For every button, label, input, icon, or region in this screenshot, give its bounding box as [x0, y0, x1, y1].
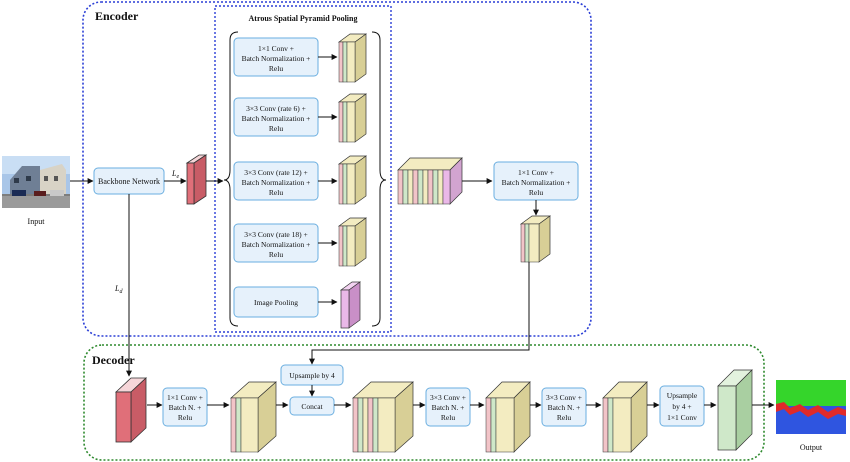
aspp-branch-1-features [337, 33, 368, 83]
aspp-right-brace [371, 31, 387, 327]
aspp-branch-2-line1: 3×3 Conv (rate 6) + [246, 104, 306, 113]
decoder-region [83, 344, 765, 461]
encoder-to-upsample-connector [309, 262, 530, 365]
encoder-output-features [519, 215, 552, 263]
decoder-logits-map [717, 369, 753, 451]
decoder-conv3-features [602, 381, 648, 453]
post-aspp-line1: 1×1 Conv + [518, 168, 554, 177]
aspp-title: Atrous Spatial Pyramid Pooling [249, 14, 358, 23]
aspp-branch-2-line3: Relu [269, 124, 283, 133]
encoder-feature-map [185, 154, 208, 205]
loss-e-label: Le [171, 169, 179, 180]
decoder-conv2-line2: Batch N. + [432, 403, 465, 412]
decoder-conv2-box [425, 387, 471, 427]
decoder-final-line1: Upsample [667, 391, 698, 400]
encoder-region [82, 1, 592, 337]
aspp-branch-5-label: Image Pooling [254, 298, 298, 307]
decoder-conv3-line3: Relu [557, 413, 571, 422]
aspp-branch-3-line2: Batch Normalization + [242, 178, 311, 187]
decoder-conv1-box [162, 387, 208, 427]
aspp-branch-2-features [337, 93, 368, 143]
aspp-branch-2: 3×3 Conv (rate 6) + Batch Normalization … [233, 97, 319, 137]
aspp-branch-3-line1: 3×3 Conv (rate 12) + [244, 168, 307, 177]
decoder-final-box [659, 385, 705, 427]
decoder-conv1-line2: Batch N. + [169, 403, 202, 412]
decoder-conv2-line1: 3×3 Conv + [430, 393, 466, 402]
decoder-concat-features [352, 381, 414, 453]
decoder-conv3-line1: 3×3 Conv + [546, 393, 582, 402]
decoder-conv2-line3: Relu [441, 413, 455, 422]
encoder-title: Encoder [95, 9, 139, 23]
decoder-conv1-line1: 1×1 Conv + [167, 393, 203, 402]
aspp-branch-1-line3: Relu [269, 64, 283, 73]
output-label: Output [800, 443, 823, 452]
input-image [2, 156, 70, 208]
aspp-branch-4-line3: Relu [269, 250, 283, 259]
decoder-conv1-features [230, 381, 277, 453]
aspp-branch-5-features [339, 281, 362, 329]
input-label: Input [28, 217, 46, 226]
concat-box [289, 396, 335, 416]
aspp-left-brace [223, 31, 239, 327]
post-aspp-line2: Batch Normalization + [502, 178, 571, 187]
upsample-label: Upsample by 4 [289, 371, 335, 380]
concat-label: Concat [301, 402, 323, 411]
decoder-title: Decoder [92, 353, 135, 367]
decoder-final-line2: by 4 + [672, 402, 691, 411]
decoder-conv3-line2: Batch N. + [548, 403, 581, 412]
aspp-branch-4-features [337, 217, 368, 267]
aspp-concat-features [397, 157, 463, 205]
output-segmentation-map [776, 380, 846, 434]
aspp-branch-2-line2: Batch Normalization + [242, 114, 311, 123]
decoder-lowlevel-feature-map [114, 377, 148, 443]
aspp-branch-1-line1: 1×1 Conv + [258, 44, 294, 53]
decoder-conv2-features [485, 381, 531, 453]
decoder-conv1-line3: Relu [178, 413, 192, 422]
backbone-label: Backbone Network [98, 177, 160, 186]
aspp-branch-4-line2: Batch Normalization + [242, 240, 311, 249]
loss-d-label: Ld [114, 284, 123, 295]
decoder-final-line3: 1×1 Conv [667, 413, 697, 422]
aspp-branch-1-line2: Batch Normalization + [242, 54, 311, 63]
decoder-conv3-box [541, 387, 587, 427]
aspp-branch-3-line3: Relu [269, 188, 283, 197]
aspp-region [214, 5, 392, 333]
aspp-branch-5: Image Pooling [233, 286, 319, 318]
aspp-branch-1: 1×1 Conv + Batch Normalization + Relu [233, 37, 319, 77]
post-aspp-line3: Relu [529, 188, 543, 197]
aspp-branch-4: 3×3 Conv (rate 18) + Batch Normalization… [233, 223, 319, 263]
aspp-branch-3: 3×3 Conv (rate 12) + Batch Normalization… [233, 161, 319, 201]
aspp-branch-4-line1: 3×3 Conv (rate 18) + [244, 230, 307, 239]
aspp-branch-3-features [337, 155, 368, 205]
